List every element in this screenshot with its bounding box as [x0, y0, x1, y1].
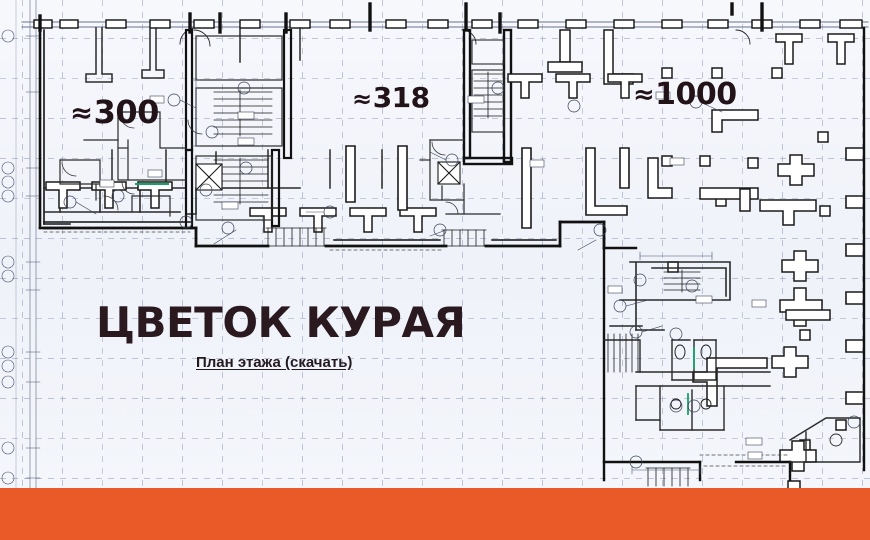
- area-label-1000: ≈1000: [633, 80, 737, 110]
- bottom-accent-bar: [0, 488, 870, 540]
- plan-paper-background: [0, 0, 870, 488]
- page-title: ЦВЕТОК КУРАЯ: [96, 298, 466, 347]
- approx-symbol-318: ≈: [352, 84, 372, 113]
- area-value-318: 318: [372, 81, 430, 114]
- approx-symbol-300: ≈: [70, 97, 93, 130]
- floor-plan-download-link[interactable]: План этажа (скачать): [196, 353, 353, 371]
- plan-grid-horizontal: [0, 38, 870, 479]
- area-label-318: ≈318: [352, 84, 430, 112]
- plan-grid-vertical: [22, 0, 863, 488]
- approx-symbol-1000: ≈: [633, 80, 655, 111]
- hero-block: ЦВЕТОК КУРАЯ План этажа (скачать): [96, 298, 516, 372]
- plan-linework: [1, 0, 869, 488]
- floor-plan-drawing: ≈300 ≈318 ≈1000 ЦВЕТОК КУРАЯ План этажа …: [0, 0, 870, 488]
- area-label-300: ≈300: [70, 96, 159, 128]
- area-value-1000: 1000: [655, 77, 737, 112]
- area-value-300: 300: [93, 93, 160, 131]
